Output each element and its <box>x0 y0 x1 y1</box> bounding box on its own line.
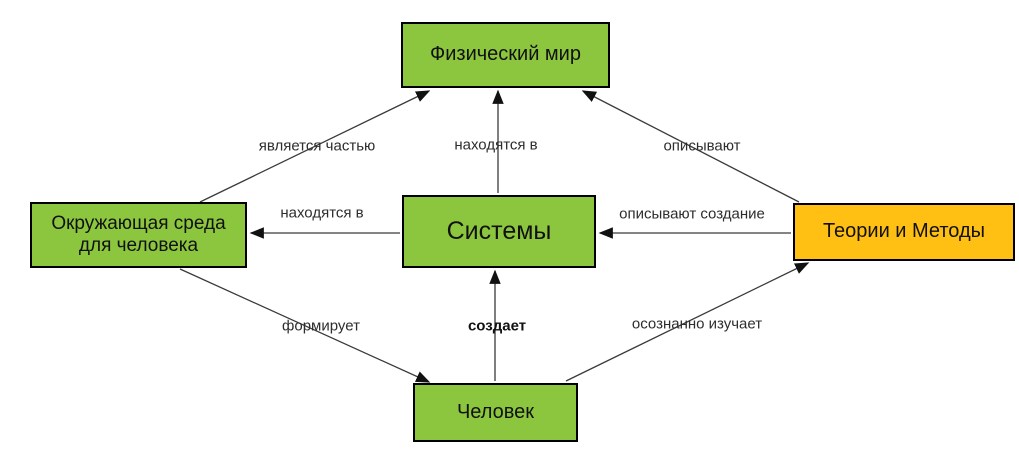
edge-label-creates: создает <box>467 317 527 335</box>
edge-label-describe-creation: описывают создание <box>619 205 765 223</box>
node-physical-world: Физический мир <box>401 22 610 88</box>
edge-theories-to-physical <box>581 90 800 203</box>
node-human: Человек <box>413 383 578 442</box>
edge-environment-to-physical <box>199 90 431 203</box>
node-systems: Системы <box>402 195 596 268</box>
edge-label-located-in-top: находятся в <box>454 136 538 154</box>
edge-label-located-in-left: находятся в <box>280 204 364 222</box>
edge-label-is-part-of: является частью <box>258 137 376 155</box>
edge-human-to-theories <box>565 262 810 382</box>
node-theories-methods: Теории и Методы <box>793 203 1015 261</box>
edge-label-forms: формирует <box>282 317 360 335</box>
edge-label-describe: описывают <box>663 137 741 155</box>
edge-environment-to-human <box>179 268 431 383</box>
node-environment: Окружающая среда для человека <box>30 202 247 268</box>
edge-label-consciously-studies: осознанно изучает <box>631 315 763 333</box>
